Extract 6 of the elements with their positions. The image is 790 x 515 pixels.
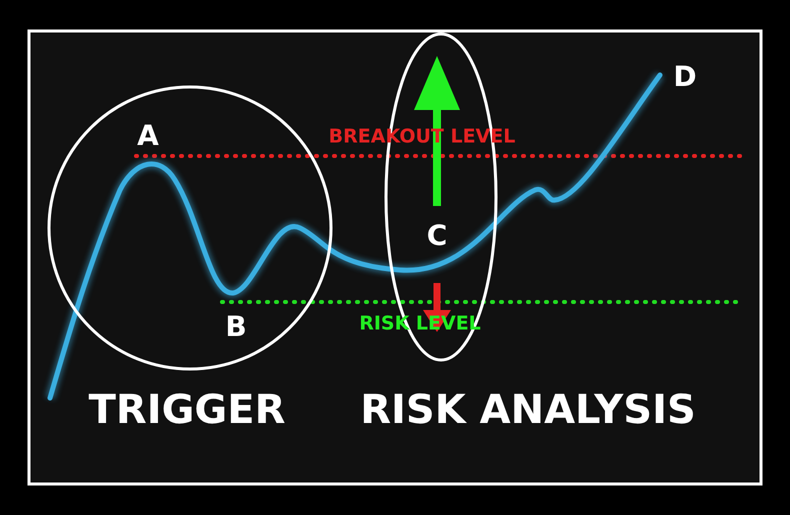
point-label: D (673, 63, 697, 91)
section-title: RISK ANALYSIS (360, 390, 696, 430)
section-title: TRIGGER (88, 390, 286, 430)
point-label: B (225, 313, 247, 341)
point-label: A (137, 122, 159, 150)
point-label: C (426, 222, 448, 250)
